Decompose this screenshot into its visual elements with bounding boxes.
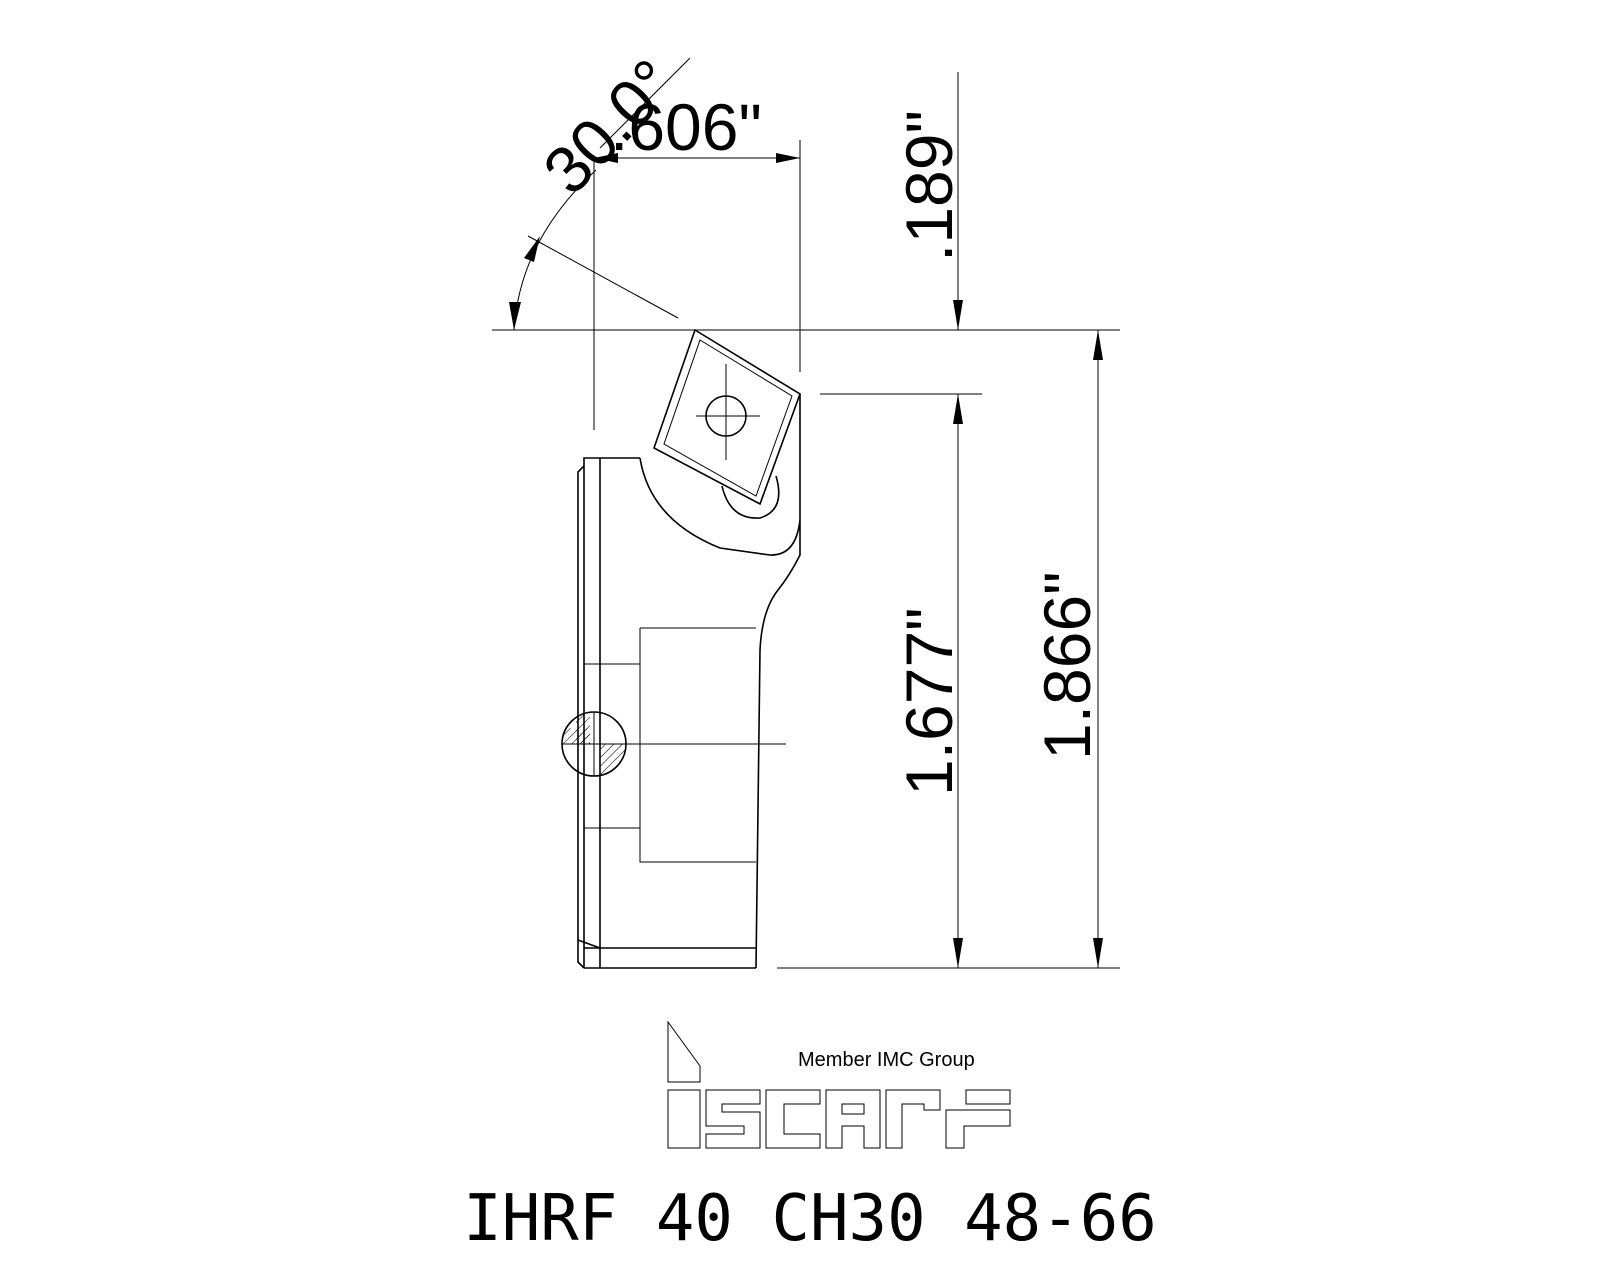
width-dimension-text: .606" [610,90,762,164]
height-a-arrow-down [953,938,963,968]
height-a-dimension-text: 1.677" [892,607,966,796]
width-arrow-right [776,153,800,163]
logo-tagline: Member IMC Group [798,1049,975,1071]
part-number: IHRF 40 CH30 48-66 [463,1182,1157,1256]
insert-outline [653,328,801,506]
height-b-dimension-text: 1.866" [1030,571,1104,760]
cutting-insert [653,328,801,519]
body-right-profile [639,394,801,969]
width-arrow-left [594,153,618,163]
hatched-circle-icon [561,711,627,777]
insert-inner-outline [663,339,793,497]
angle-arrow-top [524,236,540,262]
internal-slot-outline [639,627,756,863]
height-b-arrow-up [1093,330,1103,360]
angle-leg-line [527,235,679,319]
insert-clamp-lobe [721,475,780,519]
top-offset-arrow-down [953,300,963,330]
body-corner-chamfer [577,939,601,949]
tool-holder-body [577,394,801,969]
dimension-lines [509,72,1103,968]
angle-arrow-bottom [509,302,521,330]
iscar-logo: Member IMC Group [667,1020,1011,1149]
crosshair-circle-icon [696,364,760,460]
height-b-arrow-down [1093,938,1103,968]
logo-wordmark-shapes [667,1020,1011,1149]
extension-lines [492,57,1120,969]
body-top-edge [583,457,640,466]
top-offset-dimension-text: .189" [892,110,966,262]
angle-leader-line [599,57,691,149]
